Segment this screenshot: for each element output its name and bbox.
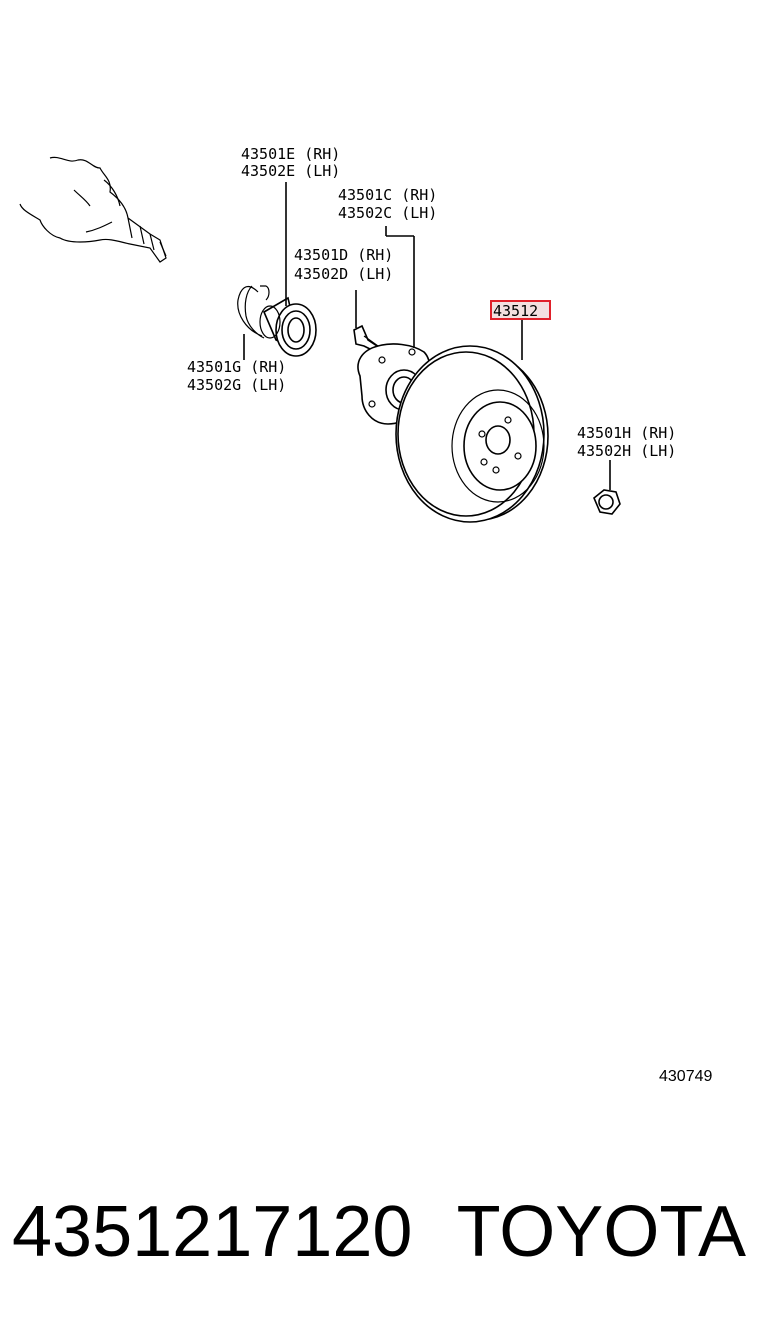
disc-rotor-part	[395, 320, 549, 523]
hub-nut-part	[593, 460, 621, 515]
bearing-part	[259, 182, 317, 357]
part-number: 4351217120	[12, 1192, 413, 1272]
snap-ring-part	[237, 285, 270, 360]
snap-ring-label-rh: 43501G (RH)	[187, 358, 286, 376]
bearing-label-rh: 43501E (RH)	[241, 145, 340, 163]
reference-code: 430749	[659, 1068, 712, 1085]
brand-name: TOYOTA	[456, 1192, 746, 1272]
hub-label-lh: 43502C (LH)	[338, 204, 437, 222]
drive-shaft	[19, 156, 167, 263]
snap-ring-label-lh: 43502G (LH)	[187, 376, 286, 394]
bearing-label-lh: 43502E (LH)	[241, 162, 340, 180]
hub-bolt-part	[353, 290, 382, 353]
hub-label-rh: 43501C (RH)	[338, 186, 437, 204]
hub-nut-label-lh: 43502H (LH)	[577, 442, 676, 460]
hub-bolt-label-rh: 43501D (RH)	[294, 246, 393, 264]
hub-bolt-label-lh: 43502D (LH)	[294, 265, 393, 283]
footer: 4351217120 TOYOTA	[0, 1190, 760, 1280]
disc-label[interactable]: 43512	[493, 302, 538, 320]
disc-label-highlight	[490, 300, 551, 320]
hub-nut-label-rh: 43501H (RH)	[577, 424, 676, 442]
